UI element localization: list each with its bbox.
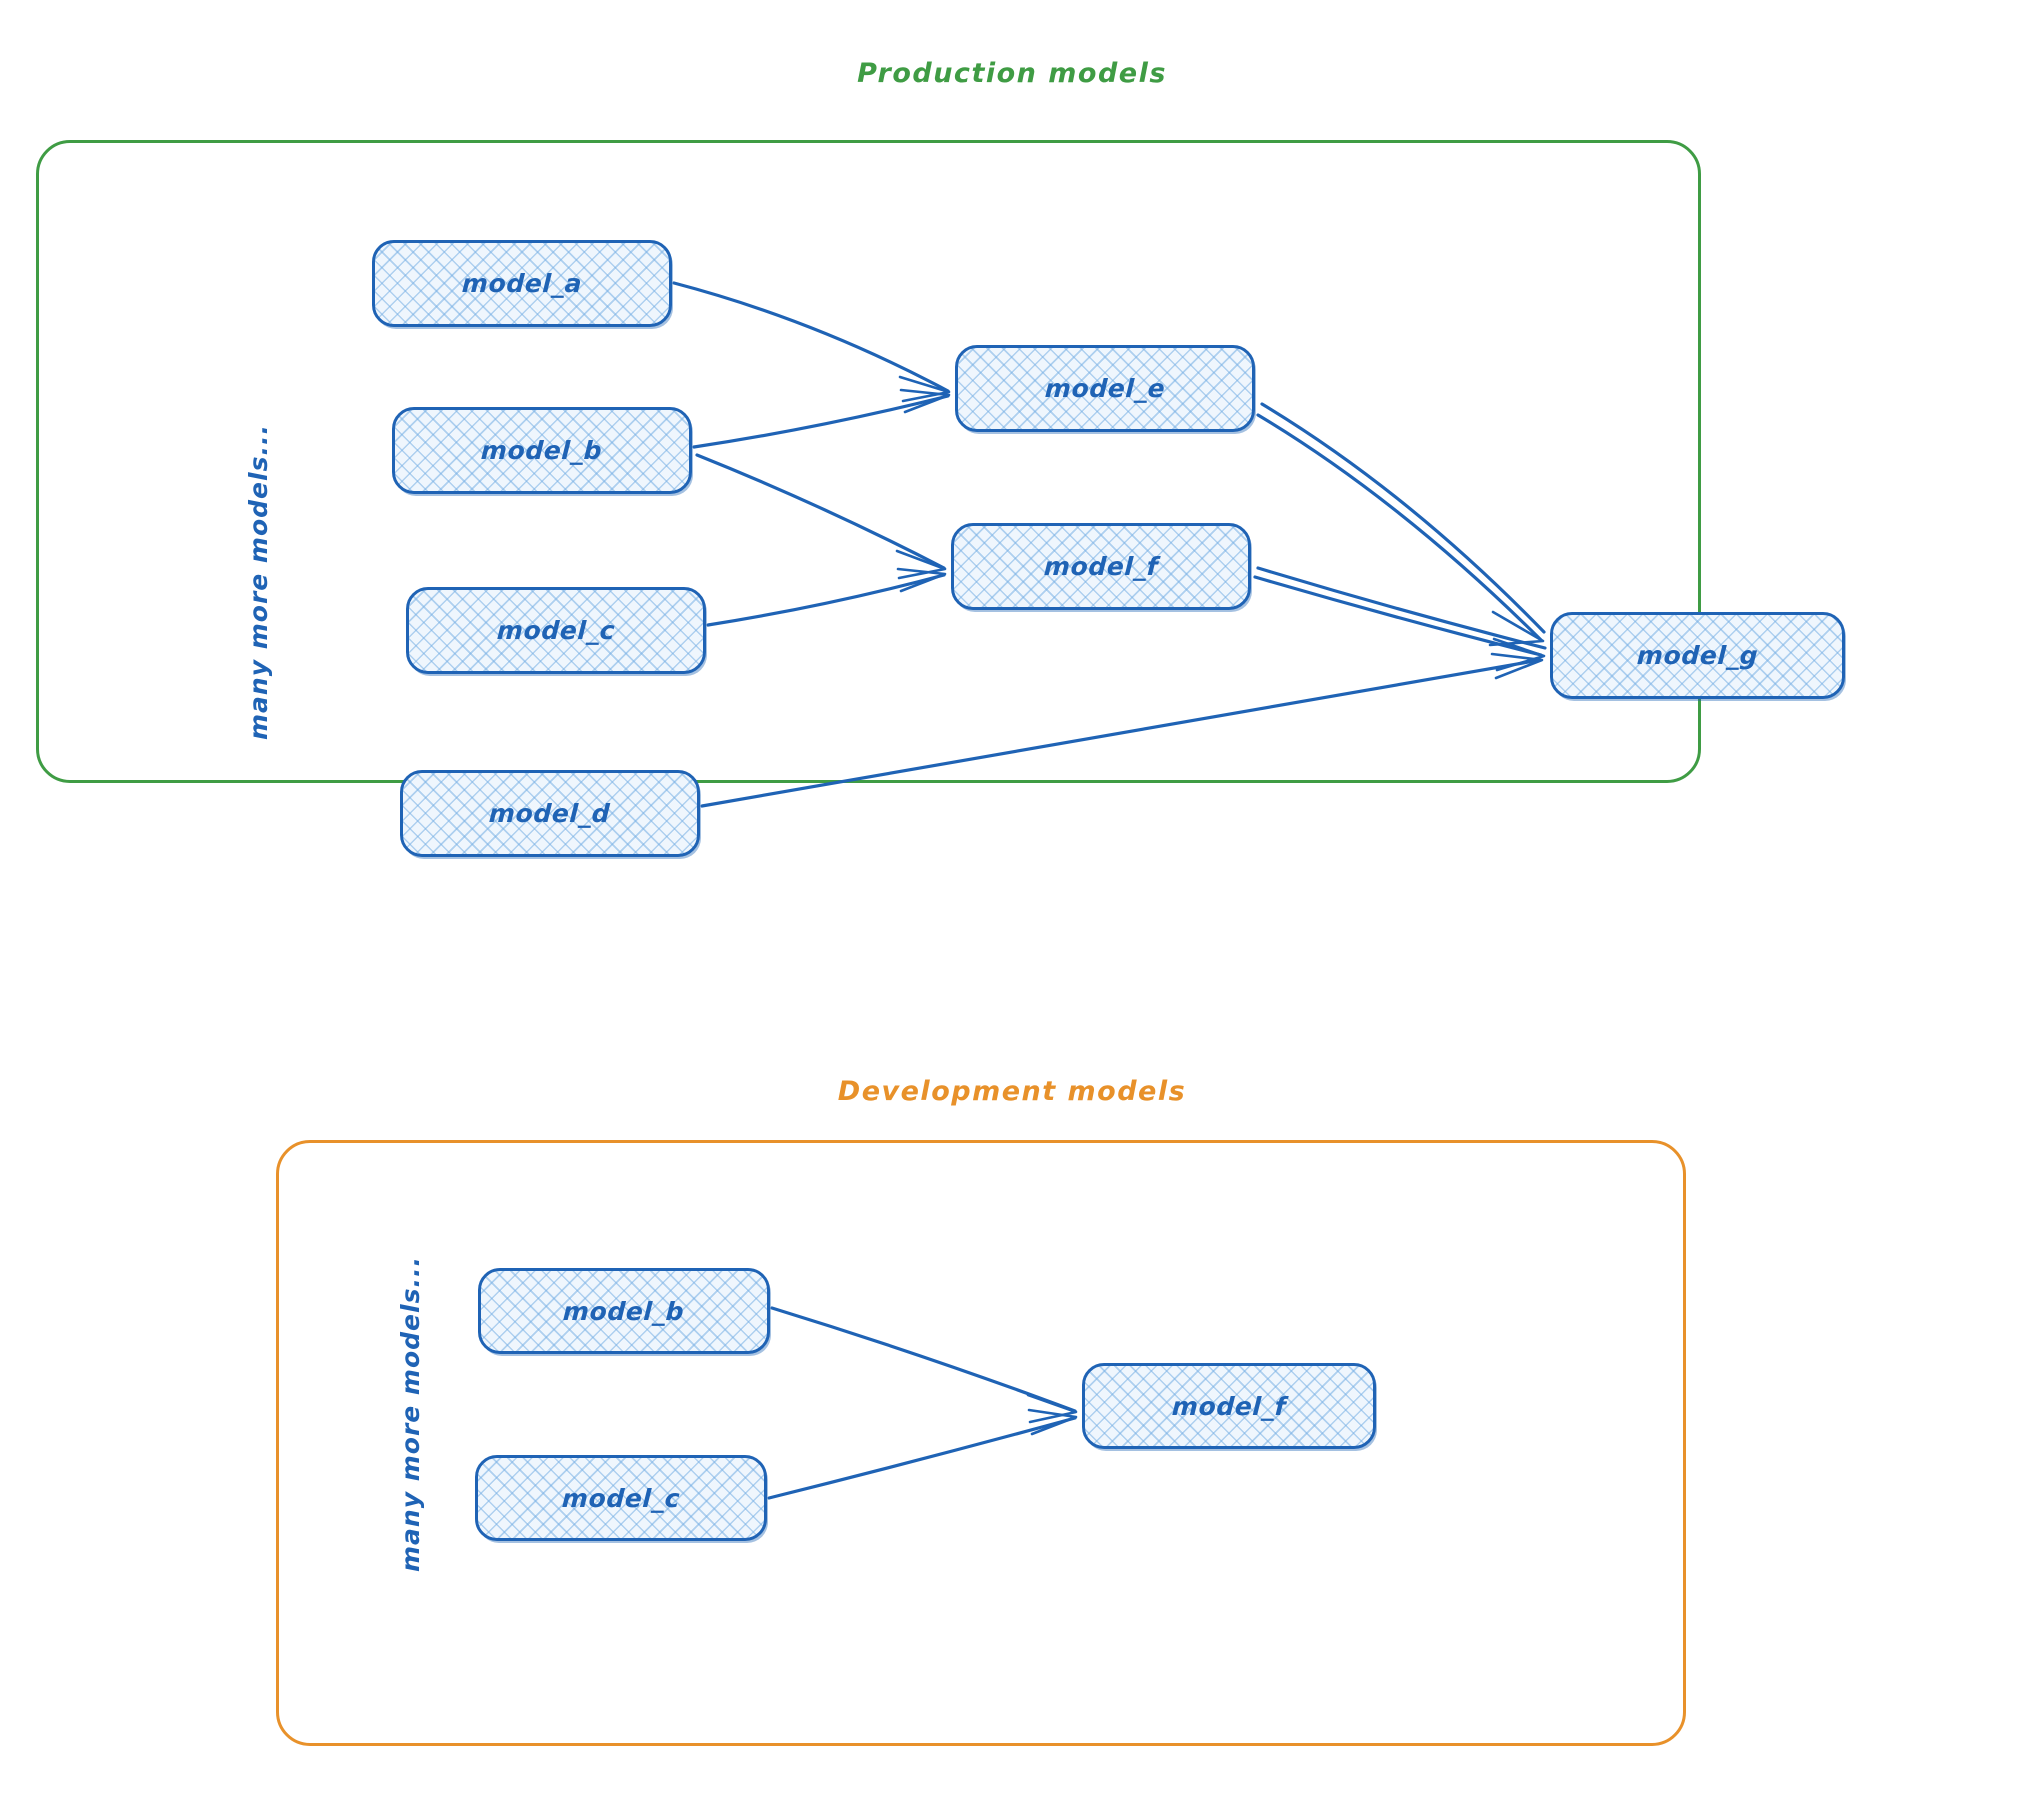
node-label: model_b (562, 1296, 686, 1326)
node-prod-model-d[interactable]: model_d (400, 770, 700, 857)
production-group-title: Production models (857, 58, 1167, 89)
node-label: model_c (561, 1483, 681, 1513)
node-prod-model-e[interactable]: model_e (955, 345, 1255, 432)
node-label: model_e (1044, 374, 1166, 403)
node-label: model_g (1636, 641, 1759, 670)
node-prod-model-f[interactable]: model_f (951, 523, 1251, 610)
node-label: model_d (488, 799, 612, 828)
node-prod-model-a[interactable]: model_a (372, 240, 672, 327)
production-group-container (36, 140, 1701, 783)
node-prod-model-g[interactable]: model_g (1550, 612, 1845, 699)
node-label: model_b (480, 436, 604, 465)
development-side-note: many more models... (396, 1256, 425, 1572)
node-label: model_a (461, 269, 583, 298)
node-dev-model-f[interactable]: model_f (1082, 1363, 1376, 1449)
production-side-note: many more models... (244, 424, 273, 740)
node-dev-model-c[interactable]: model_c (475, 1455, 767, 1541)
node-label: model_f (1171, 1391, 1287, 1421)
development-group-container (276, 1140, 1686, 1746)
development-group-title: Development models (837, 1076, 1187, 1107)
node-label: model_c (496, 616, 616, 645)
node-label: model_f (1043, 552, 1159, 581)
node-prod-model-b[interactable]: model_b (392, 407, 692, 494)
node-dev-model-b[interactable]: model_b (478, 1268, 770, 1354)
node-prod-model-c[interactable]: model_c (406, 587, 706, 674)
